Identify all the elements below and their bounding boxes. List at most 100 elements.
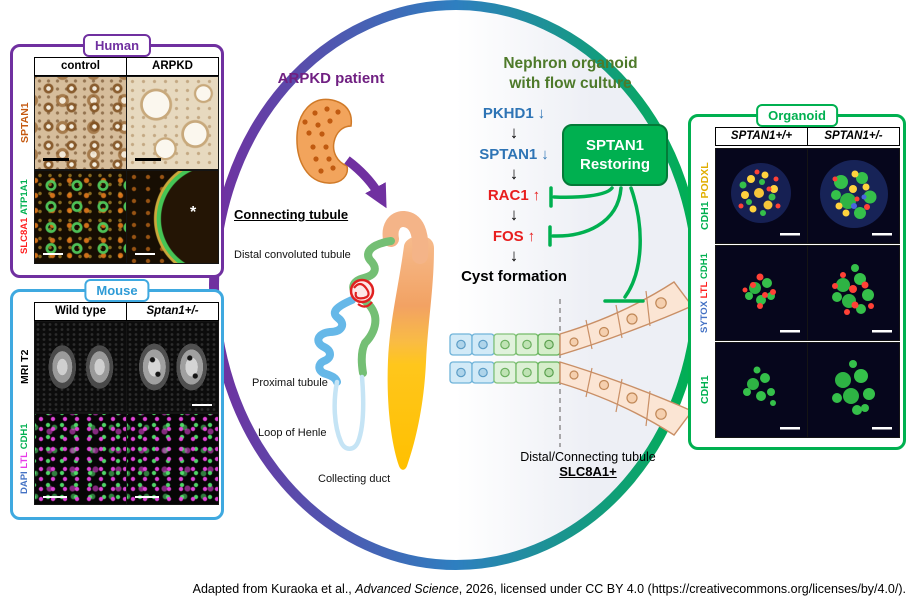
mouse-sptan1-fluorescence-image: [126, 413, 219, 505]
figure-caption: Adapted from Kuraoka et al., Advanced Sc…: [193, 582, 906, 596]
nephron-illustration: [314, 211, 434, 470]
arpkd-patient-title: ARPKD patient: [277, 70, 385, 87]
mouse-panel: Mouse Wild type Sptan1+/- MRI T2 DAPI LT…: [10, 279, 224, 520]
up-arrow-icon: ↑: [527, 227, 536, 245]
human-col-arpkd: ARPKD: [126, 57, 219, 76]
organoid-row1-label: CDH1 PODXL: [697, 148, 713, 244]
sptan1-row: SPTAN1↓: [479, 145, 549, 163]
organoid-image-art: [832, 360, 892, 430]
mouse-sptan1-mri-image: [126, 321, 219, 413]
human-panel-title: Human: [82, 34, 152, 57]
cdh1-label: CDH1: [699, 201, 711, 230]
fos-row: FOS↑: [493, 227, 535, 245]
rac1-label: RAC1: [487, 186, 529, 204]
human-control-fluorescence-image: [34, 170, 127, 264]
inhibition-lines: [548, 186, 645, 303]
organoid-image-art: [743, 366, 800, 430]
mouse-row2-label: DAPI LTL CDH1: [17, 413, 33, 505]
mouse-row1-label: MRI T2: [19, 349, 31, 385]
organoid-het-podxl-image: [807, 148, 900, 244]
pkhd1-label: PKHD1: [482, 104, 534, 122]
pkhd1-row: PKHD1↓: [483, 104, 545, 122]
mouse-wildtype-mri-image: [34, 321, 127, 413]
human-panel: Human control ARPKD SPTAN1 SLC8A1 ATP1A1…: [10, 34, 224, 278]
tubule-cells: [449, 333, 561, 384]
organoid-panel-title: Organoid: [756, 104, 838, 127]
organoid-image-art: [731, 163, 800, 236]
scale-bar: [135, 252, 155, 255]
rac1-row: RAC1↑: [488, 186, 540, 204]
organoid-image-art: [742, 273, 800, 333]
down-arrow-icon: ↓: [537, 104, 546, 122]
scale-bar: [135, 158, 161, 161]
up-arrow-icon: ↑: [532, 186, 541, 204]
mouse-panel-title: Mouse: [84, 279, 150, 302]
down-arrow-icon: ↓: [541, 145, 549, 163]
ltl-label: LTL: [699, 281, 710, 299]
organoid-wt-cdh1-image: [715, 342, 808, 438]
proximal-tubule-label: Proximal tubule: [252, 377, 328, 389]
cyst-cells: [559, 281, 694, 436]
atp1a1-label: ATP1A1: [19, 179, 30, 216]
signaling-pathway: PKHD1↓ ↓ SPTAN1↓ ↓ RAC1↑ ↓ FOS↑ ↓ Cyst f…: [450, 104, 578, 286]
slc8a1-label: SLC8A1: [19, 217, 30, 255]
human-control-sptan1-image: [34, 76, 127, 170]
scale-bar: [43, 252, 63, 255]
restore-line2: Restoring: [579, 156, 650, 173]
cdh1-label: CDH1: [699, 253, 710, 279]
glomerulus-icon: [349, 278, 375, 308]
organoid-het-ltl-image: [807, 245, 900, 341]
fos-label: FOS: [492, 227, 524, 245]
human-row2-label: SLC8A1 ATP1A1: [17, 170, 33, 264]
human-column-headers: control ARPKD: [34, 57, 219, 76]
cdh1-label: CDH1: [19, 423, 30, 450]
cyst-asterisk: *: [189, 204, 197, 222]
cyst-formation-label: Cyst formation: [461, 268, 567, 285]
pathway-step-arrow-icon: ↓: [509, 246, 519, 265]
organoid-image-art: [832, 264, 892, 333]
human-row1-label: SPTAN1: [19, 102, 31, 144]
mouse-wildtype-fluorescence-image: [34, 413, 127, 505]
flow-title-line2: with flow culture: [509, 75, 632, 92]
kidney-to-nephron-arrow-icon: [344, 156, 387, 209]
organoid-image-art: [820, 160, 892, 236]
organoid-wt-ltl-image: [715, 245, 808, 341]
organoid-row2-label: SYTOX LTL CDH1: [697, 245, 713, 341]
organoid-panel: Organoid SPTAN1+/+ SPTAN1+/- CDH1 PODXL …: [688, 104, 906, 450]
connecting-tubule-label: Connecting tubule: [234, 207, 349, 222]
organoid-column-headers: SPTAN1+/+ SPTAN1+/-: [715, 127, 900, 146]
human-col-control: control: [34, 57, 127, 76]
organoid-wt-podxl-image: [715, 148, 808, 244]
mouse-col-wildtype: Wild type: [34, 302, 127, 321]
pathway-step-arrow-icon: ↓: [509, 205, 519, 224]
dapi-label: DAPI: [19, 471, 30, 495]
scale-bar: [135, 495, 159, 498]
distal-convoluted-tubule-label: Distal convoluted tubule: [234, 249, 351, 261]
tubule-caption-line1: Distal/Connecting tubule: [520, 450, 656, 464]
sptan1-label: SPTAN1: [479, 145, 538, 163]
podxl-label: PODXL: [699, 162, 711, 199]
sytox-label: SYTOX: [699, 300, 710, 333]
tubule-caption: Distal/Connecting tubule SLC8A1+: [468, 450, 708, 479]
organoid-het-cdh1-image: [807, 342, 900, 438]
loop-of-henle-label: Loop of Henle: [258, 427, 327, 439]
scale-bar: [43, 158, 69, 161]
caption-journal: Advanced Science: [355, 582, 459, 596]
mouse-col-sptan1: Sptan1+/-: [126, 302, 219, 321]
flow-culture-title: Nephron organoid with flow culture: [468, 54, 673, 94]
pathway-step-arrow-icon: ↓: [509, 164, 519, 183]
pathway-step-arrow-icon: ↓: [509, 123, 519, 142]
human-arpkd-sptan1-image: [126, 76, 219, 170]
sptan1-restoring-box: SPTAN1 Restoring: [562, 124, 668, 186]
organoid-col-wildtype: SPTAN1+/+: [715, 127, 808, 146]
flow-title-line1: Nephron organoid: [503, 55, 638, 72]
scale-bar: [192, 403, 212, 406]
mouse-column-headers: Wild type Sptan1+/-: [34, 302, 219, 321]
ltl-label: LTL: [19, 452, 30, 469]
organoid-row3-label: CDH1: [699, 375, 711, 405]
scale-bar: [43, 495, 67, 498]
collecting-duct-label: Collecting duct: [318, 473, 391, 485]
tubule-caption-line2: SLC8A1+: [559, 464, 617, 479]
caption-part1: Adapted from Kuraoka et al.,: [192, 582, 356, 596]
restore-line1: SPTAN1: [585, 137, 645, 154]
